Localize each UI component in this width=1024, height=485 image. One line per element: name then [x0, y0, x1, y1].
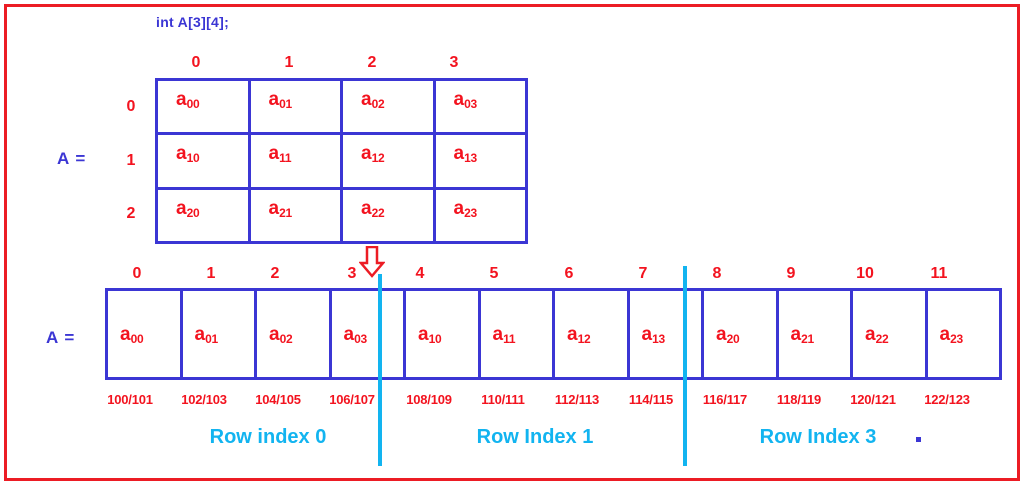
matrix-element-a22: a22: [361, 197, 385, 220]
array-address-11: 122/123: [924, 392, 970, 407]
array-index-8: 8: [712, 265, 722, 282]
matrix-cell-0-1: a01: [250, 81, 343, 136]
array-address-4: 108/109: [406, 392, 452, 407]
row-group-divider-1: [378, 274, 382, 466]
array-index-6: 6: [564, 265, 574, 282]
array-address-3: 106/107: [329, 392, 375, 407]
down-arrow-icon: [358, 245, 386, 278]
array-element-a20: a20: [716, 323, 740, 346]
linear-array-container: a00 a01 a02 a03 a10 a11 a12 a13 a20 a21 …: [105, 288, 1002, 380]
array-element-a03: a03: [343, 323, 368, 346]
array-element-a11: a11: [492, 323, 516, 346]
matrix-row-index-1: 1: [126, 152, 136, 169]
array-cell-1: a01: [182, 291, 257, 380]
array-index-4: 4: [415, 265, 425, 282]
array-index-7: 7: [638, 265, 648, 282]
array-element-a13: a13: [641, 323, 666, 346]
array-address-2: 104/105: [255, 392, 301, 407]
array-index-11: 11: [930, 265, 948, 282]
array-cell-7: a13: [629, 291, 704, 380]
array-element-a12: a12: [567, 323, 591, 346]
matrix-element-a01: a01: [268, 89, 293, 111]
matrix-element-a23: a23: [453, 197, 478, 220]
matrix-element-a20: a20: [176, 197, 200, 220]
array-a-equals-label: A =: [46, 328, 76, 347]
array-element-a02: a02: [269, 323, 293, 346]
array-address-9: 118/119: [776, 392, 822, 407]
matrix-col-index-3: 3: [449, 54, 459, 71]
matrix-element-a02: a02: [361, 89, 385, 111]
array-index-3: 3: [347, 265, 357, 282]
matrix-cell-2-2: a22: [343, 189, 436, 244]
array-declaration-label: int A[3][4];: [156, 14, 230, 30]
stray-blue-dot: [916, 437, 921, 442]
matrix-cell-0-0: a00: [158, 81, 251, 136]
array-cell-10: a22: [853, 291, 928, 380]
matrix-cell-1-0: a10: [158, 135, 251, 190]
array-index-5: 5: [489, 265, 499, 282]
matrix-cell-2-1: a21: [250, 189, 343, 244]
array-cell-2: a02: [257, 291, 332, 380]
matrix-a-equals-label: A =: [57, 149, 87, 168]
matrix-cell-1-1: a11: [250, 135, 343, 190]
array-address-0: 100/101: [107, 392, 153, 407]
matrix-element-a21: a21: [268, 197, 293, 220]
matrix-grid-container: a00 a01 a02 a03 a10 a11 a12 a13 a20 a21 …: [155, 78, 528, 244]
matrix-cell-0-2: a02: [343, 81, 436, 136]
array-element-a10: a10: [418, 323, 442, 346]
array-cell-11: a23: [927, 291, 1002, 380]
array-index-9: 9: [786, 265, 796, 282]
array-cell-5: a11: [480, 291, 555, 380]
array-cell-4: a10: [406, 291, 481, 380]
array-address-7: 114/115: [628, 392, 674, 407]
row-group-caption-1: Row Index 1: [476, 426, 594, 448]
matrix-grid: a00 a01 a02 a03 a10 a11 a12 a13 a20 a21 …: [155, 78, 528, 244]
matrix-cell-0-3: a03: [435, 81, 528, 136]
matrix-element-a12: a12: [361, 143, 385, 166]
matrix-col-index-2: 2: [367, 54, 377, 71]
array-cell-0: a00: [108, 291, 183, 380]
matrix-element-a11: a11: [268, 143, 292, 166]
array-address-1: 102/103: [181, 392, 227, 407]
row-group-caption-2: Row Index 3: [759, 426, 877, 448]
row-group-caption-0: Row index 0: [209, 426, 327, 448]
array-index-0: 0: [132, 265, 142, 282]
matrix-cell-1-3: a13: [435, 135, 528, 190]
matrix-element-a13: a13: [453, 143, 478, 166]
array-index-10: 10: [856, 265, 874, 282]
array-cell-9: a21: [778, 291, 853, 380]
matrix-col-index-0: 0: [191, 54, 201, 71]
array-index-1: 1: [206, 265, 216, 282]
array-element-a01: a01: [194, 323, 219, 346]
array-cell-6: a12: [555, 291, 630, 380]
array-address-10: 120/121: [850, 392, 896, 407]
matrix-cell-2-0: a20: [158, 189, 251, 244]
matrix-row-index-0: 0: [126, 98, 136, 115]
array-element-a23: a23: [939, 323, 964, 346]
array-index-2: 2: [270, 265, 280, 282]
matrix-row-index-2: 2: [126, 205, 136, 222]
matrix-col-index-1: 1: [284, 54, 294, 71]
matrix-element-a10: a10: [176, 143, 200, 166]
matrix-element-a03: a03: [453, 89, 478, 111]
array-element-a21: a21: [790, 323, 815, 346]
array-address-5: 110/111: [481, 392, 525, 407]
array-cell-8: a20: [704, 291, 779, 380]
array-cell-3: a03: [331, 291, 406, 380]
row-group-divider-2: [683, 266, 687, 466]
array-element-a22: a22: [865, 323, 889, 346]
matrix-element-a00: a00: [176, 89, 200, 111]
array-element-a00: a00: [120, 323, 144, 346]
array-address-8: 116/117: [702, 392, 748, 407]
linear-array-grid: a00 a01 a02 a03 a10 a11 a12 a13 a20 a21 …: [105, 288, 1002, 380]
matrix-cell-1-2: a12: [343, 135, 436, 190]
matrix-cell-2-3: a23: [435, 189, 528, 244]
array-address-6: 112/113: [554, 392, 600, 407]
